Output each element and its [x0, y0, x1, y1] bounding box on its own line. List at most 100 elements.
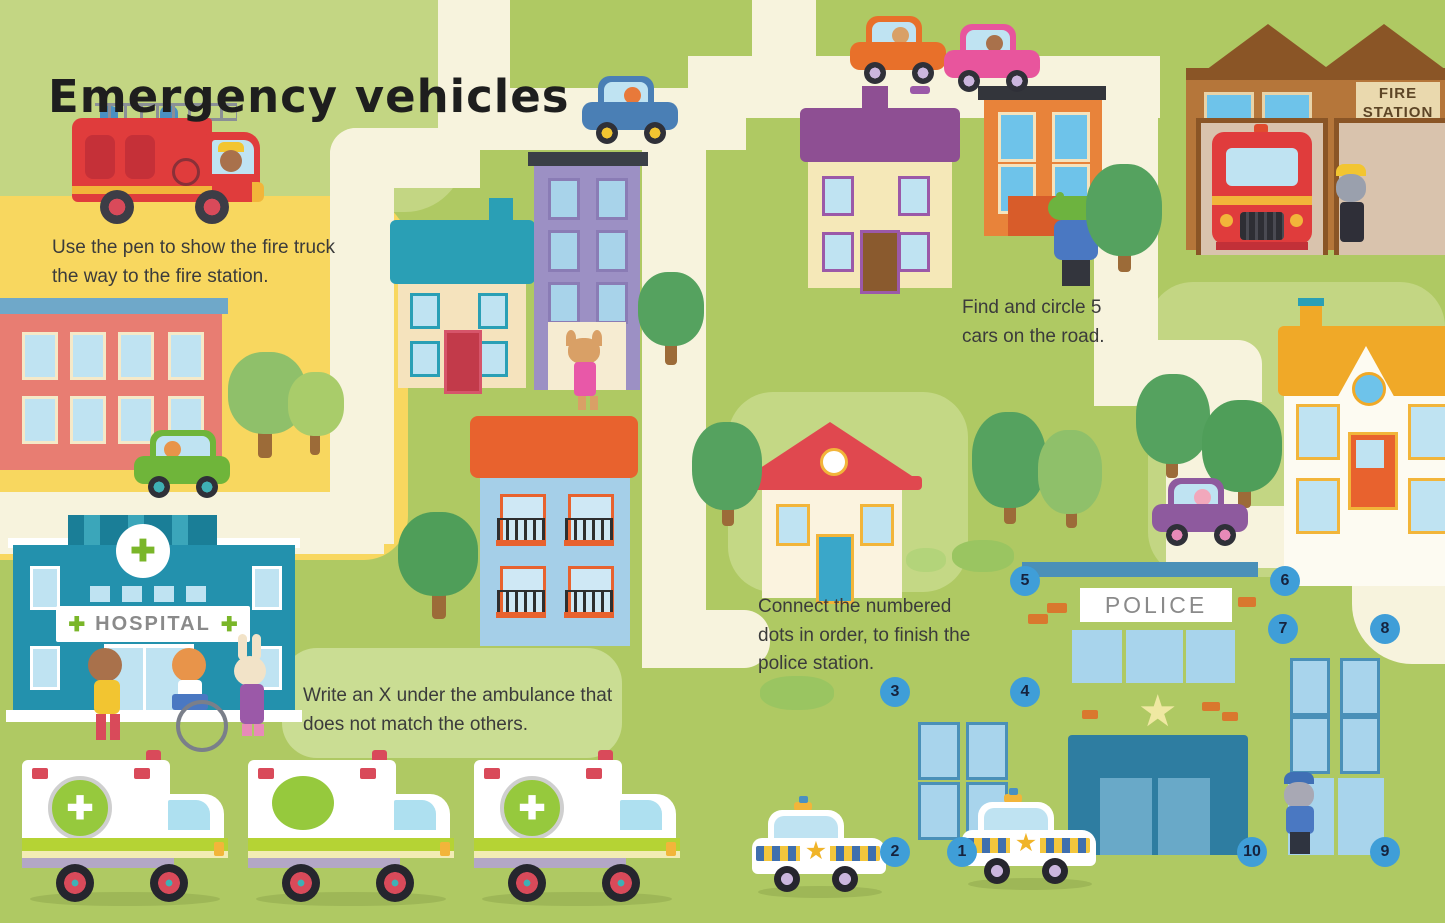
window — [918, 722, 960, 780]
vehicle-shadow — [30, 892, 220, 906]
green-car[interactable] — [134, 430, 230, 498]
chimney — [489, 198, 513, 222]
gable — [1206, 24, 1330, 70]
hospital-sign: ✚ HOSPITAL ✚ — [56, 606, 250, 642]
window — [478, 341, 508, 377]
road-segment — [752, 0, 816, 80]
medical-cross-icon: ✚ — [518, 790, 546, 826]
croc-legs — [1062, 260, 1090, 286]
car-wheel — [196, 476, 218, 498]
medical-cross-icon: ✚ — [130, 534, 156, 568]
rabbit-body — [240, 684, 264, 724]
connect-dot-3[interactable]: 3 — [880, 677, 910, 707]
rabbit-ear — [238, 634, 247, 660]
hospital-sign-label: HOSPITAL — [95, 612, 211, 635]
rabbit-feet — [254, 724, 264, 736]
window — [1296, 404, 1340, 460]
window — [70, 396, 106, 444]
eave — [742, 476, 922, 490]
chimney — [862, 86, 888, 110]
orange-car[interactable] — [850, 16, 946, 84]
bush — [952, 540, 1014, 572]
police-door-panel — [1158, 778, 1210, 855]
window — [776, 504, 810, 546]
window — [118, 332, 154, 380]
police-beacon — [1004, 794, 1022, 803]
truck-bumper — [252, 182, 264, 202]
police-beacon-light — [1009, 788, 1018, 795]
brick — [1047, 603, 1067, 613]
connect-dot-4[interactable]: 4 — [1010, 677, 1040, 707]
rabbit-head — [234, 656, 266, 686]
vehicle-shadow — [482, 892, 672, 906]
green-stripe — [248, 838, 454, 851]
dog-ear — [566, 330, 576, 346]
window — [1290, 658, 1330, 716]
red-marker — [586, 768, 602, 779]
medical-cross-emblem: ✚ — [116, 524, 170, 578]
road-marking — [910, 86, 930, 94]
wheelchair-wheel — [176, 700, 228, 752]
chimney — [1300, 306, 1322, 330]
door — [444, 330, 482, 394]
window — [154, 586, 174, 602]
connect-dot-8[interactable]: 8 — [1370, 614, 1400, 644]
connect-dot-6[interactable]: 6 — [1270, 566, 1300, 596]
tree — [398, 512, 478, 596]
rabbit-feet — [242, 724, 252, 736]
car-wheel — [1006, 70, 1028, 92]
connect-dot-10[interactable]: 10 — [1237, 837, 1267, 867]
window — [548, 282, 580, 324]
bush — [760, 676, 834, 710]
vehicle-shadow — [256, 892, 446, 906]
fox-driver — [624, 87, 641, 104]
ambulance-2-odd-one[interactable] — [248, 750, 456, 906]
door-divider — [143, 648, 146, 710]
ambulance-1[interactable]: ✚ — [22, 750, 230, 906]
window — [1340, 716, 1380, 774]
truck-wheel — [195, 190, 229, 224]
window — [478, 293, 508, 329]
pale-stripe — [474, 851, 680, 858]
ambulance-3[interactable]: ✚ — [474, 750, 682, 906]
connect-dot-7[interactable]: 7 — [1268, 614, 1298, 644]
star-backing — [1010, 830, 1040, 860]
firefighter-helmet — [1336, 164, 1366, 176]
police-car: ★ — [752, 796, 888, 898]
roof-band — [0, 298, 228, 314]
car-wheel — [148, 476, 170, 498]
round-window — [1352, 372, 1386, 406]
window — [918, 782, 960, 840]
tree — [1202, 400, 1282, 492]
ambulance-wheel — [508, 864, 546, 902]
connect-dot-1[interactable]: 1 — [947, 837, 977, 867]
window — [30, 646, 60, 690]
front-marker — [440, 842, 450, 856]
purple-car[interactable] — [1152, 478, 1248, 546]
road-segment — [642, 610, 770, 668]
police-beacon-light — [799, 796, 808, 803]
door — [816, 534, 854, 604]
cat-driver — [164, 441, 181, 458]
connect-dot-9[interactable]: 9 — [1370, 837, 1400, 867]
window — [1052, 112, 1090, 162]
front-marker — [666, 842, 676, 856]
pale-stripe — [22, 851, 228, 858]
window — [410, 341, 440, 377]
truck-band — [72, 186, 212, 194]
front-marker — [214, 842, 224, 856]
window — [596, 178, 628, 220]
connect-dot-5[interactable]: 5 — [1010, 566, 1040, 596]
officer-legs — [1290, 832, 1310, 854]
connect-dot-2[interactable]: 2 — [880, 837, 910, 867]
pink-car[interactable] — [944, 24, 1040, 92]
car-wheel — [774, 866, 800, 892]
red-marker — [134, 768, 150, 779]
truck-emblem — [172, 158, 200, 186]
ambulance-window — [620, 800, 662, 830]
window — [548, 178, 580, 220]
roof-band — [528, 152, 648, 166]
blue-car[interactable] — [582, 76, 678, 144]
red-marker — [360, 768, 376, 779]
door — [860, 230, 900, 294]
